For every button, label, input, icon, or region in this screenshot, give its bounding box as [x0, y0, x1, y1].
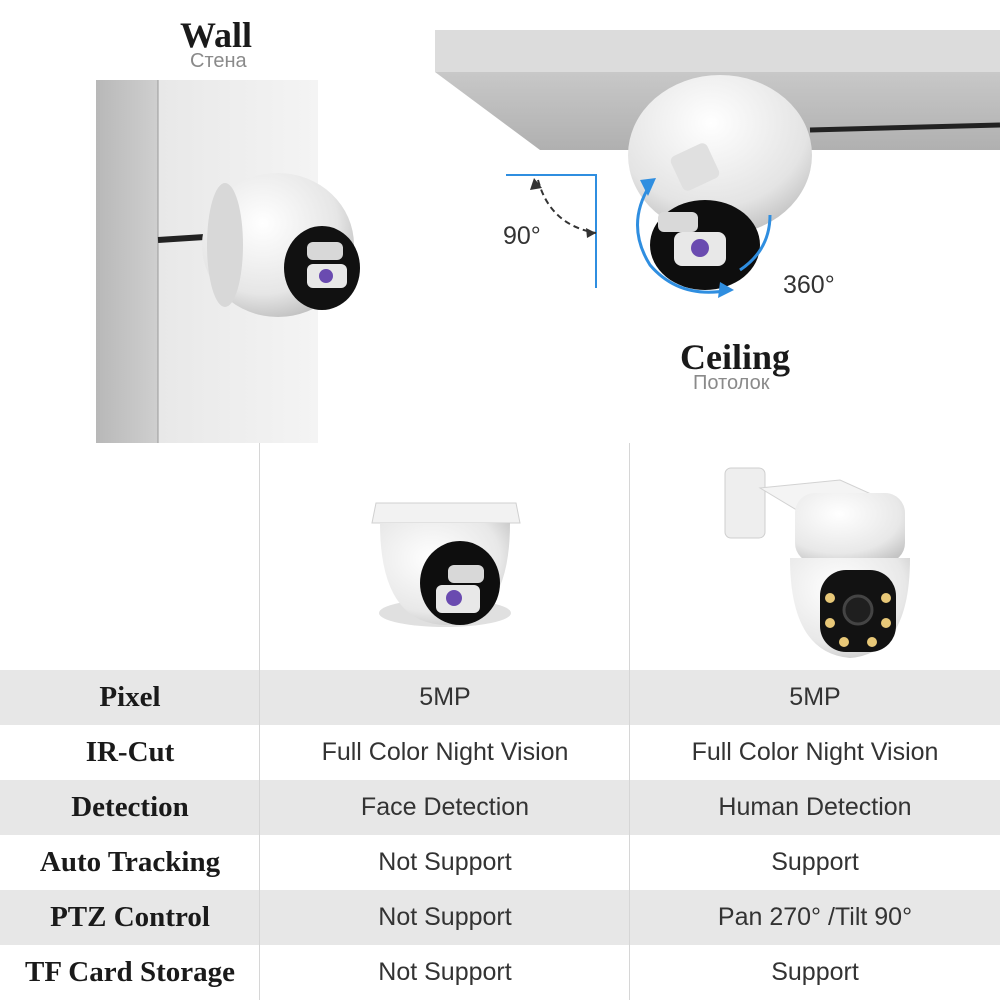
tilt-angle-label: 90°: [503, 222, 541, 250]
comparison-table: Pixel 5MP 5MP IR-Cut Full Color Night Vi…: [0, 443, 1000, 1000]
spec-row-pixel: Pixel 5MP 5MP: [0, 670, 1000, 725]
column-divider: [259, 443, 260, 1000]
rotate-angle-label: 360°: [783, 271, 835, 299]
spec-value-ptz: Pan 270° /Tilt 90°: [717, 902, 913, 931]
spec-value-dome: Not Support: [378, 957, 512, 986]
spec-label: IR-Cut: [85, 735, 175, 768]
wall-mount-illustration: [96, 80, 360, 443]
spec-row-auto-tracking: Auto Tracking Not Support Support: [0, 835, 1000, 890]
spec-value-ptz: Support: [771, 847, 859, 876]
spec-label: Auto Tracking: [39, 845, 221, 878]
wall-dome-camera-icon: [202, 173, 360, 317]
column-divider: [629, 443, 630, 1000]
installation-illustration: Wall Стена: [0, 0, 1000, 443]
wall-subtitle: Стена: [190, 50, 247, 72]
spec-label: PTZ Control: [50, 900, 210, 933]
wall-title: Wall: [180, 15, 253, 55]
spec-value-dome: Full Color Night Vision: [321, 737, 569, 766]
spec-value-dome: Not Support: [378, 847, 512, 876]
spec-label: Detection: [71, 790, 189, 823]
ceiling-subtitle: Потолок: [693, 372, 770, 394]
spec-value-ptz: Full Color Night Vision: [691, 737, 939, 766]
ceiling-mount-illustration: [435, 30, 1000, 298]
spec-row-ptz-control: PTZ Control Not Support Pan 270° /Tilt 9…: [0, 890, 1000, 945]
ptz-camera-icon: [724, 467, 910, 658]
spec-row-ir-cut: IR-Cut Full Color Night Vision Full Colo…: [0, 725, 1000, 780]
spec-value-dome: Not Support: [378, 902, 512, 931]
spec-value-dome: 5MP: [419, 682, 471, 711]
ceiling-title: Ceiling: [680, 337, 791, 377]
spec-value-ptz: Human Detection: [718, 792, 912, 821]
spec-label: TF Card Storage: [25, 955, 235, 988]
spec-row-tf-card-storage: TF Card Storage Not Support Support: [0, 945, 1000, 1000]
dome-camera-icon: [371, 502, 521, 627]
spec-row-detection: Detection Face Detection Human Detection: [0, 780, 1000, 835]
product-images-row: [0, 443, 1000, 670]
spec-value-ptz: Support: [771, 957, 859, 986]
spec-label: Pixel: [99, 680, 161, 713]
spec-value-dome: Face Detection: [360, 792, 530, 821]
spec-value-ptz: 5MP: [789, 682, 841, 711]
ceiling-dome-camera-icon: [628, 75, 812, 290]
